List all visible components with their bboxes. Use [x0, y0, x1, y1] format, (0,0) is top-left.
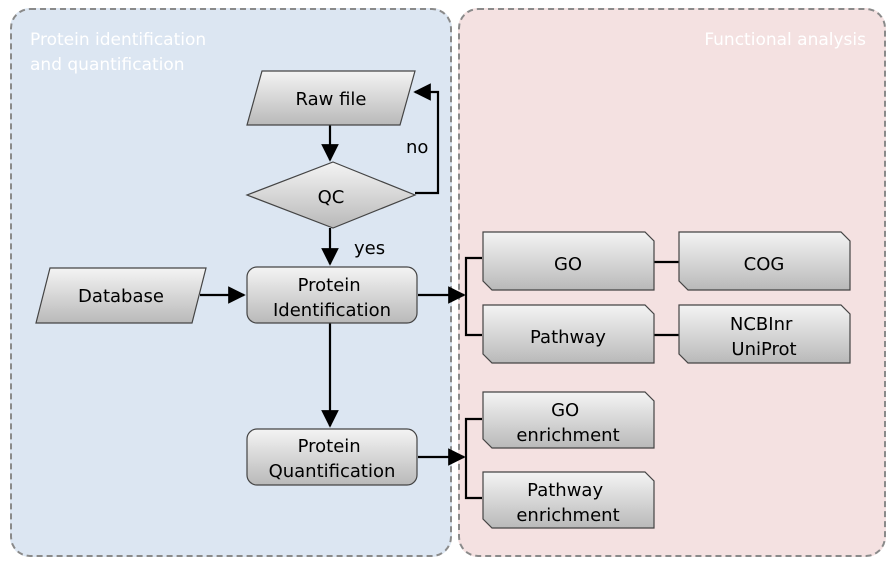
bracket-quantification [464, 417, 482, 500]
ncbi-uniprot-label: NCBInr UniProt [730, 314, 798, 360]
qc-decision-node [245, 161, 417, 229]
protein-quantification-node [246, 428, 418, 486]
go-label: GO [554, 254, 582, 275]
cog-node [678, 231, 851, 291]
go-enrichment-label: GO enrichment [516, 400, 619, 446]
uniprot-label: UniProt [731, 339, 796, 360]
right-panel-title: Functional analysis [704, 30, 866, 50]
left-panel-title-line1: Protein identification [30, 30, 207, 50]
protein-identification-line1: Protein [298, 275, 361, 296]
protein-quantification-label: Protein Quantification [269, 436, 396, 482]
database-label: Database [78, 286, 164, 307]
go-enrichment-line1: GO [551, 400, 579, 421]
pathway-enrichment-line2: enrichment [516, 505, 619, 526]
database-node [35, 267, 207, 324]
ncbi-label: NCBInr [730, 314, 793, 335]
pathway-enrichment-line1: Pathway [527, 480, 603, 501]
go-node [482, 231, 655, 291]
qc-label: QC [318, 187, 345, 208]
left-panel-title: Protein identification and quantificatio… [30, 28, 270, 78]
go-enrichment-node [482, 391, 655, 449]
no-label: no [406, 137, 428, 158]
raw-file-node [246, 70, 416, 126]
bracket-identification [464, 256, 482, 337]
edge-qc-no-to-raw [413, 83, 440, 195]
cog-label: COG [744, 254, 785, 275]
protein-quantification-line2: Quantification [269, 461, 396, 482]
protein-identification-label: Protein Identification [273, 275, 391, 321]
protein-identification-line2: Identification [273, 300, 391, 321]
left-panel-title-line2: and quantification [30, 55, 185, 75]
protein-quantification-line1: Protein [298, 436, 361, 457]
go-enrichment-line2: enrichment [516, 425, 619, 446]
ncbi-uniprot-node [678, 304, 851, 364]
pathway-label: Pathway [530, 327, 606, 348]
pathway-enrichment-label: Pathway enrichment [516, 480, 619, 526]
yes-label: yes [354, 238, 385, 259]
pathway-node [482, 304, 655, 364]
pathway-enrichment-node [482, 471, 655, 529]
protein-identification-node [246, 266, 418, 324]
raw-file-label: Raw file [296, 89, 367, 110]
